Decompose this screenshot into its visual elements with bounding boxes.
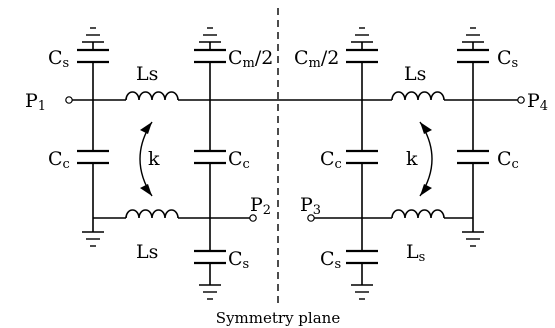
wires — [72, 42, 518, 285]
coupling-label-right: k — [406, 148, 418, 170]
capacitor-label-cc-left-inner: Cc — [228, 148, 250, 172]
capacitor-label-cs-bottom-left: Cs — [228, 248, 249, 272]
capacitor-label-cm-left: Cm/2 — [228, 47, 273, 71]
port-label-p3: P3 — [300, 194, 321, 218]
capacitor-label-cs-top-right: Cs — [497, 47, 518, 71]
capacitor-label-cc-right-inner: Cc — [320, 148, 342, 172]
capacitor-label-cc-left-outer: Cc — [48, 148, 70, 172]
inductor-label-bottom-left: Ls — [136, 241, 158, 263]
ground-icon — [82, 27, 484, 300]
coupling-label-left: k — [148, 148, 160, 170]
port-label-p2: P2 — [250, 194, 271, 218]
capacitor-plates — [77, 48, 489, 265]
symmetry-plane-label: Symmetry plane — [216, 309, 341, 327]
port-label-p4: P4 — [527, 90, 548, 114]
inductor-label-top-right: Ls — [404, 63, 426, 85]
coupling-arrow-icon — [139, 121, 433, 197]
capacitor-label-cs-top-left: Cs — [48, 47, 69, 71]
inductor-icon — [125, 91, 445, 219]
capacitor-label-cs-bottom-right: Cs — [320, 248, 341, 272]
inductor-label-bottom-right: Ls — [406, 241, 425, 265]
port-terminals — [65, 96, 525, 222]
inductor-label-top-left: Ls — [136, 63, 158, 85]
capacitor-label-cc-right-outer: Cc — [497, 148, 519, 172]
port-label-p1: P1 — [25, 90, 46, 114]
capacitor-label-cm-right: Cm/2 — [294, 47, 339, 71]
